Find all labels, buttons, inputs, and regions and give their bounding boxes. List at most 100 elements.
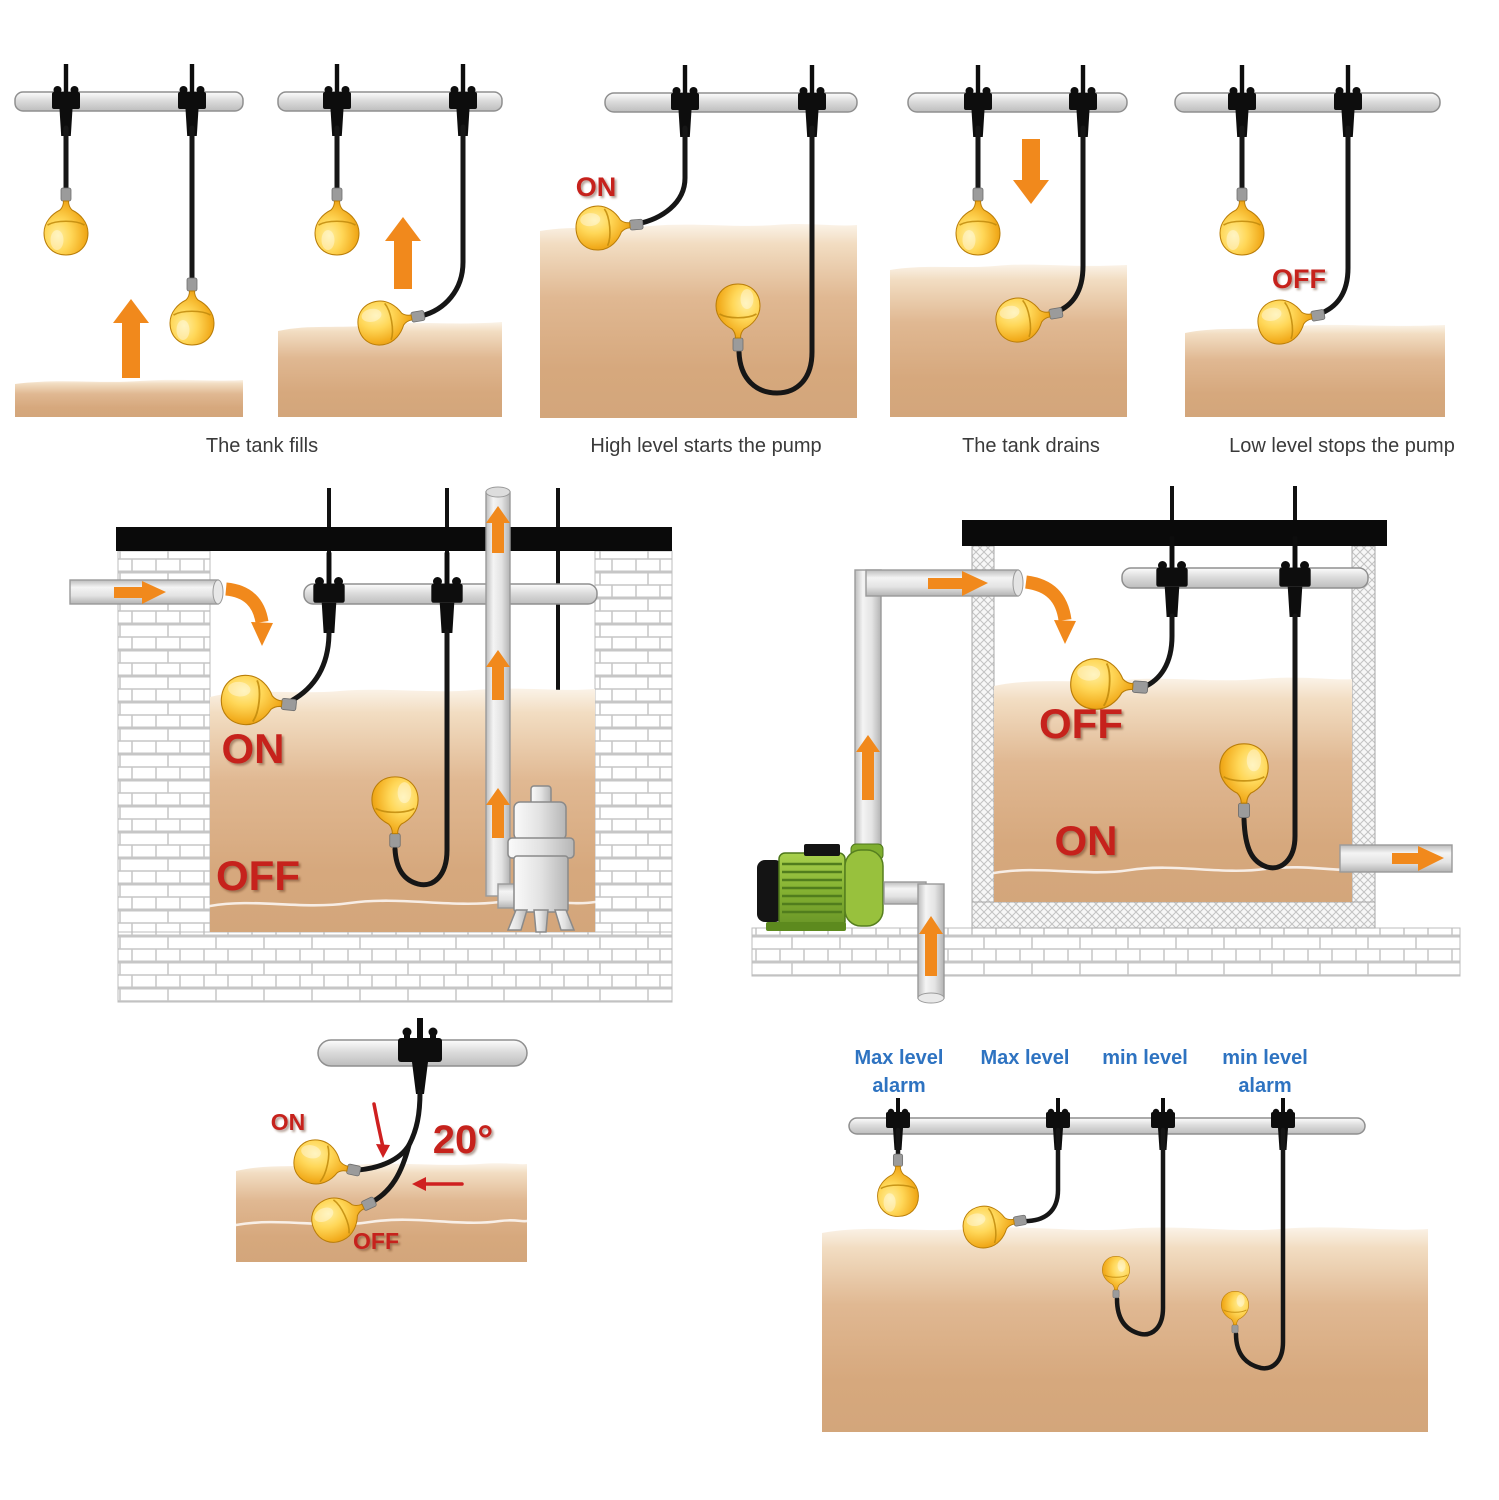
inflow-arrow-icon [114,581,166,604]
brick-wall-left [117,550,211,933]
pipe-opening [485,486,511,498]
brick-floor [751,927,1461,977]
cable-clamp [52,64,80,136]
upflow-arrow-icon [486,788,510,838]
pipe-opening [917,992,945,1004]
water-falling-arrow-icon [1013,139,1049,204]
water [1185,324,1445,417]
state-label-off: OFF [1272,264,1326,294]
float-cable-off-position [367,1142,412,1206]
tank-lid [962,520,1387,546]
inflow-curved-arrow-icon [1024,575,1072,622]
brick-floor [117,931,673,1003]
water-rising-arrow-icon [113,299,149,378]
level-label-max-alarm-2: alarm [872,1075,925,1097]
water [994,677,1352,902]
state-label-off: OFF [216,852,300,899]
water [236,1163,527,1262]
float-switch [955,187,1001,256]
mounting-rail [848,1117,1366,1135]
transfer-pump-diagram: OFF ON [751,486,1461,1004]
cable-clamp [431,552,463,634]
tank-lid [116,527,672,551]
float-cable [418,124,466,319]
angle-value-label: 20° [433,1118,494,1162]
state-label-on: ON [1055,817,1118,864]
state-label-on: ON [576,172,617,202]
mounting-rail [14,91,244,112]
state-label-on: ON [271,1109,306,1135]
pipe-opening [212,579,224,605]
discharge-pipe-vertical [854,569,882,853]
panel-tank-fills-high [277,64,503,417]
water [822,1227,1428,1432]
float-cable [1241,613,1298,871]
cable-clamp [1156,536,1188,618]
float-cable [736,125,815,396]
water-rising-arrow-icon [385,217,421,289]
water [540,224,857,418]
submersible-pump [506,785,576,933]
float-cable [1141,613,1175,690]
float-switch-max-alarm [876,1153,920,1218]
top-row-panels: The tank fills ON High level starts the … [14,64,1455,457]
tank-floor [971,901,1376,929]
tank-wall-left [971,545,995,929]
cable-clamp [178,64,206,136]
level-label-min: min level [1102,1047,1188,1069]
float-cable [1019,1127,1061,1224]
water [278,322,502,417]
float-cable-on-position [355,1089,423,1173]
panel-tank-fills-low [14,64,244,417]
inflow-curved-arrowhead-icon [1054,620,1076,644]
mounting-rail [604,92,858,113]
outflow-arrow-icon [1392,846,1444,871]
angle-indicator-arrow [372,1102,385,1149]
float-cable [392,629,450,888]
state-label-off: OFF [1039,700,1123,747]
upflow-arrow-icon [919,916,943,976]
water-line [234,1218,529,1227]
pipe-opening [1012,569,1024,597]
water [15,379,243,417]
flow-arrow-icon [928,571,988,596]
caption-low-level: Low level stops the pump [1229,435,1455,457]
upflow-arrow-icon [486,650,510,700]
inflow-curved-arrow-icon [225,582,269,624]
float-switch [169,277,215,346]
panel-low-level-stops-pump: OFF [1174,65,1445,417]
state-label-on: ON [222,725,285,772]
float-cable [1233,1127,1286,1371]
float-switch [314,187,360,256]
float-switch [1219,187,1265,256]
level-settings-diagram: Max level alarm Max level min level min … [822,1047,1428,1432]
angle-indicator-arrowhead [376,1144,390,1158]
mounting-rail [1174,92,1441,113]
level-label-min-alarm: min level [1222,1047,1308,1069]
upflow-arrow-icon [486,506,510,553]
cable-clamp [398,1018,442,1094]
water-line [992,866,1354,875]
upflow-arrow-icon [856,735,880,800]
caption-tank-drains: The tank drains [962,435,1100,457]
state-label-off: OFF [353,1228,399,1254]
surface-pump [757,843,884,931]
float-switch [43,187,89,256]
panel-high-level-starts-pump: ON [540,65,858,418]
switching-angle-diagram: ON 20° OFF [234,1018,529,1262]
float-cable [1114,1127,1166,1337]
float-cable [288,629,332,704]
inflow-curved-arrowhead-icon [251,622,273,646]
float-cable [634,125,688,227]
caption-high-level: High level starts the pump [590,435,821,457]
cable-clamp [313,552,345,634]
cable-clamp [323,64,351,136]
panel-tank-drains [890,65,1128,417]
angle-indicator-arrowhead [412,1177,426,1191]
level-label-max: Max level [981,1047,1070,1069]
sump-pump-diagram: ON OFF [69,486,673,1003]
level-label-max-alarm: Max level [855,1047,944,1069]
level-label-min-alarm-2: alarm [1238,1075,1291,1097]
